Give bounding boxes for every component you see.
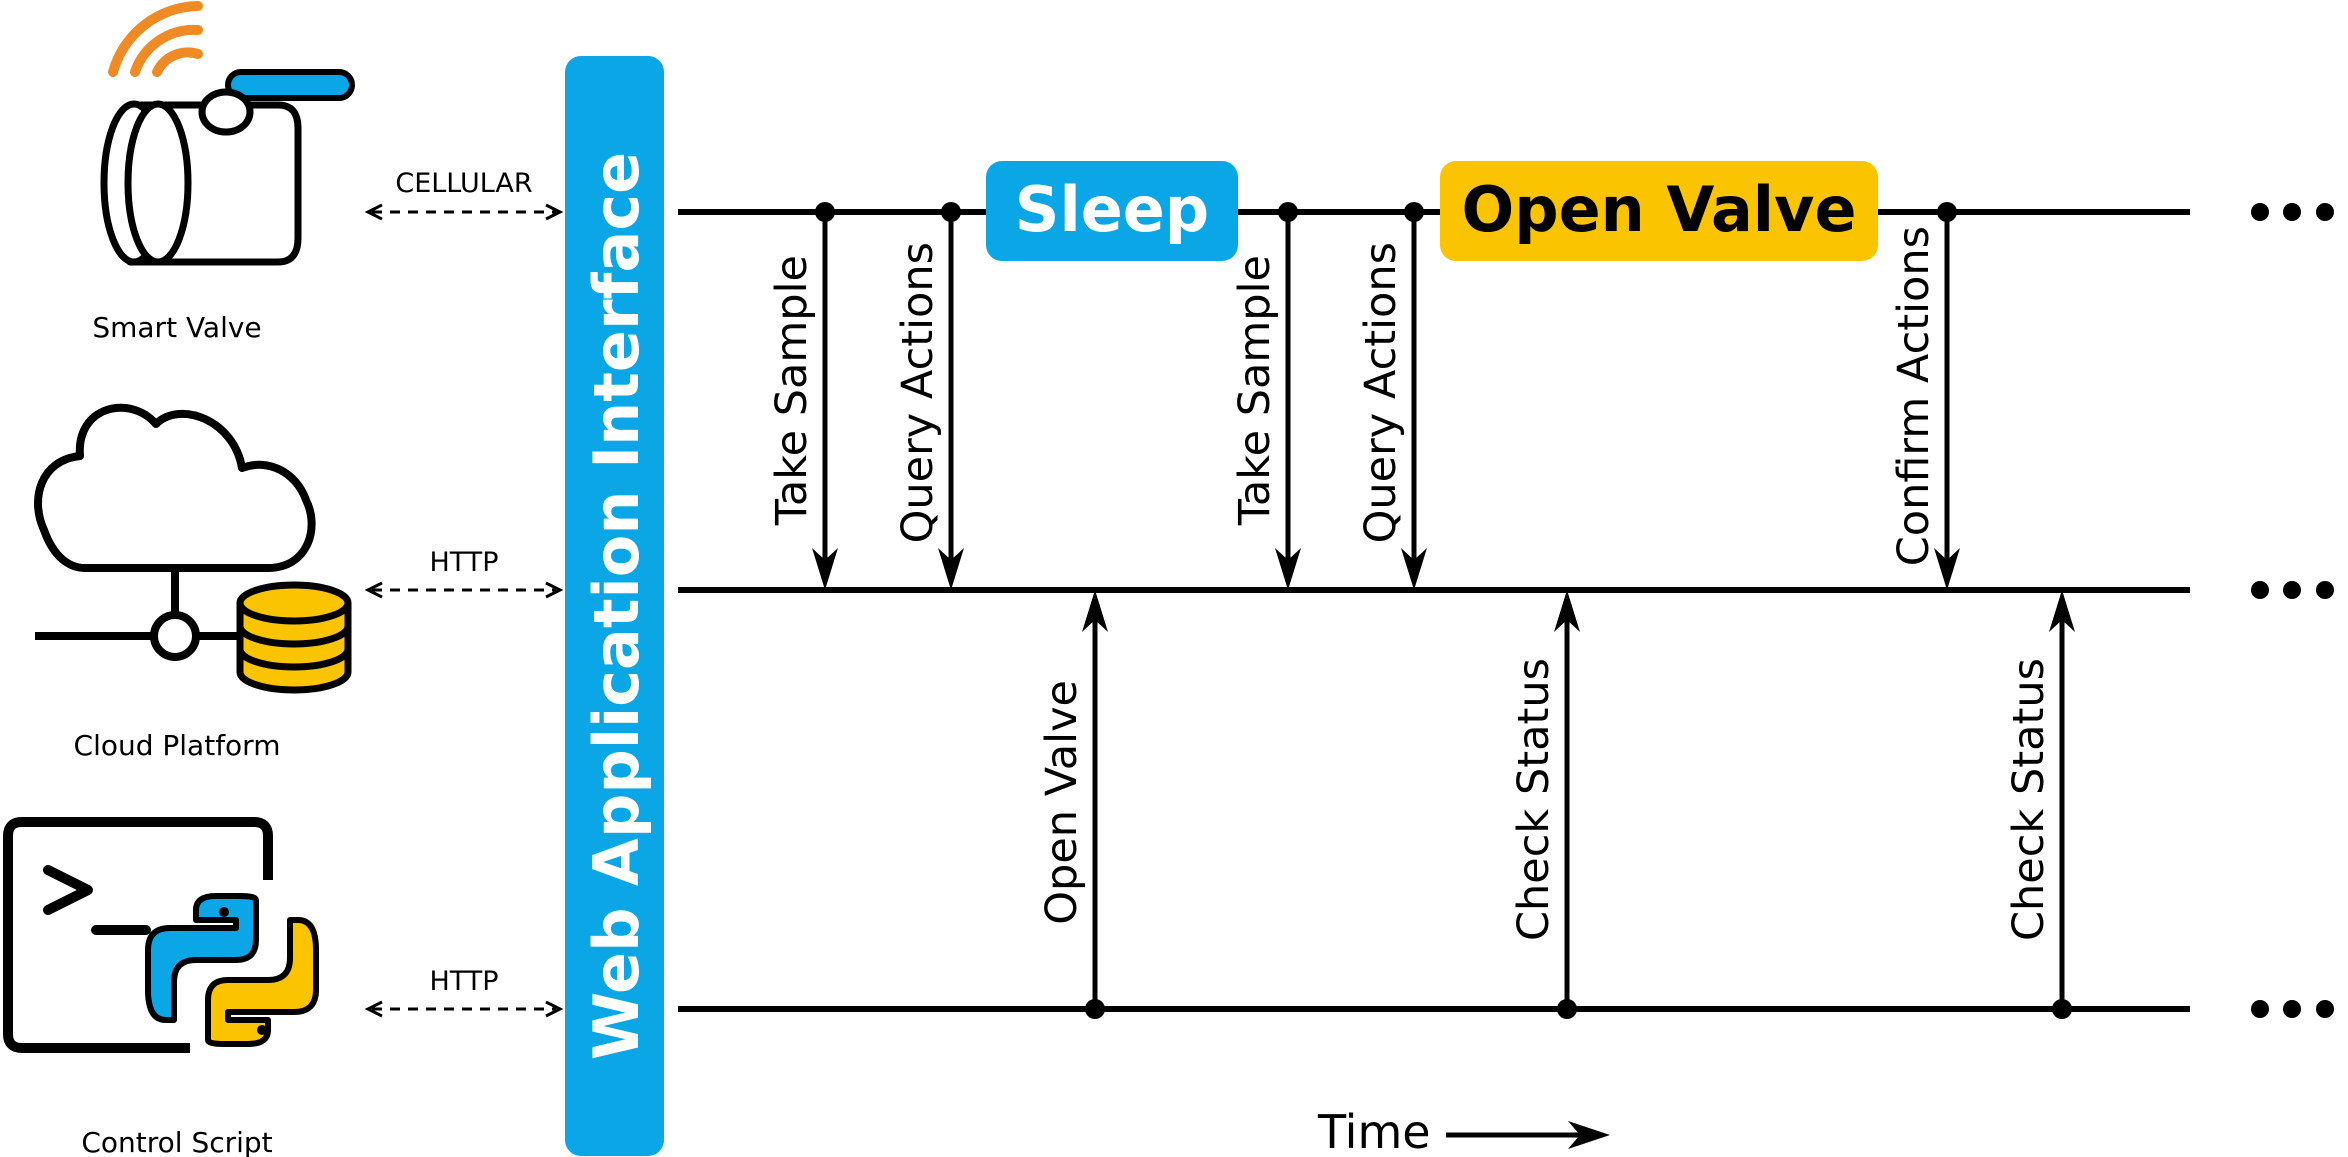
message-label: Take Sample [767, 255, 817, 526]
http-cloud-label: HTTP [429, 547, 498, 578]
message-take-sample-2: Take Sample [1230, 202, 1301, 590]
sleep-badge-label: Sleep [1015, 173, 1209, 246]
database-icon [236, 581, 352, 694]
control-script-label: Control Script [81, 1126, 272, 1157]
message-query-actions-2: Query Actions [1356, 202, 1427, 590]
smart-valve-label: Smart Valve [92, 311, 261, 344]
wifi-signal-icon [108, 1, 203, 77]
http-script-link: HTTP [364, 966, 564, 1018]
network-node-icon [35, 568, 240, 661]
message-query-actions-1: Query Actions [893, 202, 964, 590]
open-valve-badge: Open Valve [1440, 161, 1878, 261]
message-label: Check Status [2004, 658, 2054, 941]
message-confirm-actions: Confirm Actions [1889, 202, 1960, 590]
web-app-interface-bar [565, 56, 664, 1156]
message-check-status-1: Check Status [1509, 590, 1580, 1019]
cloud-platform-label: Cloud Platform [74, 729, 281, 762]
message-take-sample-1: Take Sample [767, 202, 838, 590]
cellular-link: CELLULAR [364, 168, 564, 221]
http-script-label: HTTP [429, 966, 498, 997]
message-label: Check Status [1509, 658, 1559, 941]
message-label: Take Sample [1230, 255, 1280, 526]
message-label: Confirm Actions [1889, 226, 1939, 566]
sleep-badge: Sleep [986, 161, 1238, 261]
message-label: Query Actions [893, 242, 943, 543]
message-label: Query Actions [1356, 242, 1406, 543]
time-label: Time [1317, 1105, 1431, 1157]
cellular-label: CELLULAR [395, 168, 532, 199]
time-axis: Time [1317, 1105, 1610, 1157]
message-check-status-2: Check Status [2004, 590, 2075, 1019]
python-logo-icon [145, 893, 319, 1047]
cloud-icon [34, 403, 316, 572]
http-cloud-link: HTTP [364, 547, 564, 599]
message-open-valve: Open Valve [1037, 590, 1108, 1019]
open-valve-badge-label: Open Valve [1461, 173, 1856, 246]
web-app-interface-label: Web Application Interface [580, 152, 653, 1060]
continuation-dots [2251, 203, 2334, 1018]
terminal-icon [3, 817, 273, 1053]
smart-valve-icon [100, 1, 355, 266]
message-label: Open Valve [1037, 680, 1087, 925]
